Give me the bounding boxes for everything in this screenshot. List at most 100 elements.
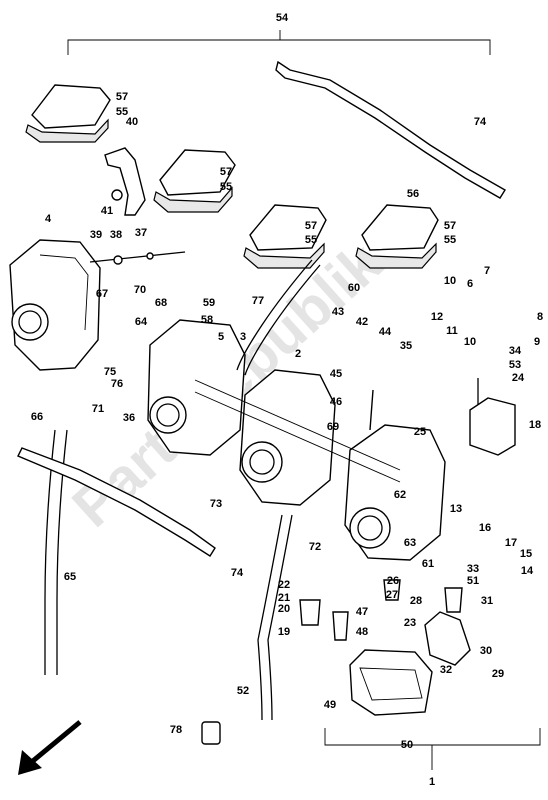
callout-32: 32 — [440, 664, 452, 676]
callout-59: 59 — [203, 297, 215, 309]
callout-15: 15 — [520, 548, 532, 560]
callout-70: 70 — [134, 284, 146, 296]
top-cover-3 — [243, 204, 327, 269]
callout-62: 62 — [394, 489, 406, 501]
carb-body-middle-2 — [239, 369, 336, 506]
callout-36: 36 — [123, 412, 135, 424]
callout-44: 44 — [379, 326, 392, 338]
callout-64: 64 — [135, 316, 148, 328]
float-chamber — [349, 649, 433, 716]
callout-19: 19 — [278, 626, 290, 638]
callout-50: 50 — [401, 739, 413, 751]
callout-25: 25 — [414, 426, 426, 438]
callout-55: 55 — [444, 234, 456, 246]
orientation-arrow-icon — [18, 720, 82, 775]
callout-67: 67 — [96, 288, 108, 300]
callout-57: 57 — [444, 220, 456, 232]
vent-hose — [236, 259, 321, 376]
callout-4: 4 — [45, 213, 52, 225]
callout-63: 63 — [404, 537, 416, 549]
callout-9: 9 — [534, 336, 540, 348]
callout-10: 10 — [444, 275, 456, 287]
overflow-hose — [257, 514, 293, 721]
fuel-rail — [275, 60, 506, 199]
callout-18: 18 — [529, 419, 541, 431]
fuel-filter — [469, 397, 516, 456]
callout-55: 55 — [220, 181, 232, 193]
callout-13: 13 — [450, 503, 462, 515]
callout-22: 22 — [278, 579, 290, 591]
callout-24: 24 — [512, 372, 525, 384]
throttle-lever — [104, 147, 146, 216]
callout-21: 21 — [278, 592, 290, 604]
cap — [201, 721, 221, 745]
callout-20: 20 — [278, 603, 290, 615]
callout-55: 55 — [305, 234, 317, 246]
callout-29: 29 — [492, 668, 504, 680]
callout-23: 23 — [404, 617, 416, 629]
callout-55: 55 — [116, 106, 128, 118]
callout-11: 11 — [446, 325, 458, 337]
callout-2: 2 — [295, 348, 301, 360]
callout-14: 14 — [521, 565, 534, 577]
callout-31: 31 — [481, 595, 493, 607]
callout-26: 26 — [387, 575, 399, 587]
carb-body-left — [9, 239, 101, 371]
callout-66: 66 — [31, 411, 43, 423]
callout-38: 38 — [110, 229, 122, 241]
callout-33: 33 — [467, 563, 479, 575]
callout-61: 61 — [422, 558, 434, 570]
linkage-rail — [194, 379, 401, 483]
callout-71: 71 — [92, 403, 104, 415]
callout-16: 16 — [479, 522, 491, 534]
callout-69: 69 — [327, 421, 339, 433]
callout-74: 74 — [474, 116, 487, 128]
callout-46: 46 — [330, 396, 342, 408]
assembly-bracket-bottom — [324, 728, 541, 770]
throttle-shaft — [89, 251, 186, 265]
callout-10: 10 — [464, 336, 476, 348]
callout-57: 57 — [305, 220, 317, 232]
top-cover-2 — [153, 149, 236, 213]
float — [424, 611, 471, 666]
callout-17: 17 — [505, 537, 517, 549]
callout-76: 76 — [111, 378, 123, 390]
callout-58: 58 — [201, 314, 213, 326]
callout-65: 65 — [64, 571, 76, 583]
callout-6: 6 — [467, 278, 473, 290]
callout-68: 68 — [155, 297, 167, 309]
callout-60: 60 — [348, 282, 360, 294]
callout-28: 28 — [410, 595, 422, 607]
callout-74: 74 — [231, 567, 244, 579]
jets-and-needles — [299, 378, 479, 641]
callout-45: 45 — [330, 368, 342, 380]
callout-77: 77 — [252, 295, 264, 307]
callout-57: 57 — [116, 91, 128, 103]
callout-40: 40 — [126, 116, 138, 128]
callout-49: 49 — [324, 699, 336, 711]
callout-51: 51 — [467, 575, 479, 587]
callout-39: 39 — [90, 229, 102, 241]
callout-43: 43 — [332, 306, 344, 318]
callout-54: 54 — [276, 12, 289, 24]
callout-42: 42 — [356, 316, 368, 328]
callout-7: 7 — [484, 265, 490, 277]
callout-56: 56 — [407, 188, 419, 200]
callout-57: 57 — [220, 166, 232, 178]
callout-1: 1 — [429, 776, 435, 788]
callout-27: 27 — [386, 589, 398, 601]
callout-37: 37 — [135, 227, 147, 239]
callout-73: 73 — [210, 498, 222, 510]
carb-body-middle-1 — [147, 319, 246, 456]
callout-12: 12 — [431, 311, 443, 323]
callout-34: 34 — [509, 345, 522, 357]
callout-8: 8 — [537, 311, 543, 323]
drain-hose — [44, 429, 68, 675]
callout-72: 72 — [309, 541, 321, 553]
callout-3: 3 — [240, 331, 246, 343]
top-cover-1 — [25, 84, 111, 143]
callout-53: 53 — [509, 359, 521, 371]
callout-48: 48 — [356, 626, 368, 638]
